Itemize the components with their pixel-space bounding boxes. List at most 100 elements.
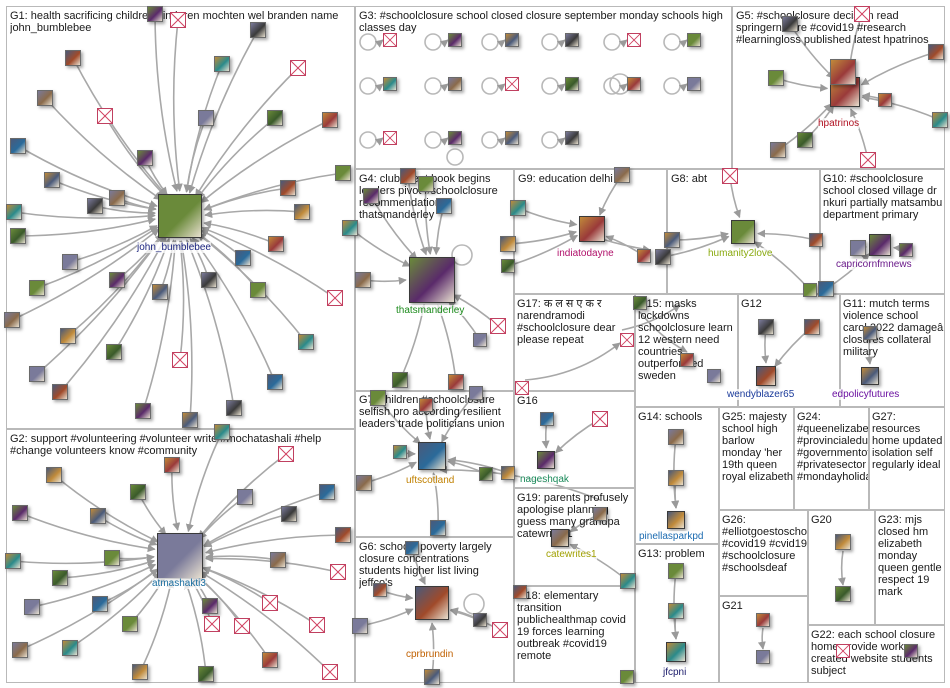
user-node-63[interactable] [234,618,250,634]
user-node-6[interactable] [214,56,230,72]
user-node-103[interactable] [770,142,786,158]
hub-node-wendyblazer65[interactable] [756,366,776,386]
user-node-101[interactable] [768,70,784,86]
user-node-61[interactable] [202,598,218,614]
user-node-22[interactable] [268,236,284,252]
user-node-78[interactable] [383,77,397,91]
user-node-25[interactable] [109,272,125,288]
user-node-89[interactable] [418,176,434,192]
hub-node-thatsmanderley[interactable] [409,257,455,303]
user-node-69[interactable] [198,666,214,682]
user-node-4[interactable] [65,50,81,66]
user-node-54[interactable] [5,553,21,569]
user-node-120[interactable] [430,520,446,536]
user-node-30[interactable] [298,334,314,350]
user-node-105[interactable] [797,132,813,148]
user-node-37[interactable] [135,403,151,419]
user-node-133[interactable] [899,243,913,257]
user-node-20[interactable] [294,204,310,220]
user-node-13[interactable] [137,150,153,166]
user-node-140[interactable] [668,470,684,486]
user-node-97[interactable] [363,188,379,204]
hub-node-humanity2love[interactable] [731,220,755,244]
user-node-96[interactable] [436,198,452,214]
hub-label-pinellasparkpd[interactable]: pinellasparkpd [639,531,704,542]
user-node-16[interactable] [280,180,296,196]
user-node-73[interactable] [448,33,462,47]
user-node-149[interactable] [620,670,634,684]
hub-label-capricornfmnews[interactable]: capricornfmnews [836,259,912,270]
hub-label-jfcpni[interactable]: jfcpni [663,667,687,678]
user-node-39[interactable] [226,400,242,416]
user-node-72[interactable] [383,33,397,47]
user-node-150[interactable] [620,573,636,589]
user-node-65[interactable] [122,616,138,632]
user-node-138[interactable] [668,603,684,619]
user-node-119[interactable] [469,386,483,400]
user-node-55[interactable] [270,552,286,568]
user-node-141[interactable] [633,296,647,310]
user-node-126[interactable] [510,200,526,216]
user-node-131[interactable] [850,240,866,256]
hub-label-wendyblazer65[interactable]: wendyblazer65 [727,389,795,400]
user-node-52[interactable] [335,527,351,543]
user-node-135[interactable] [758,319,774,335]
user-node-80[interactable] [505,77,519,91]
user-node-91[interactable] [355,272,371,288]
user-node-34[interactable] [172,352,188,368]
user-node-93[interactable] [392,372,408,388]
user-node-58[interactable] [262,595,278,611]
user-node-90[interactable] [342,220,358,236]
user-node-128[interactable] [500,236,516,252]
hub-label-atmashakti3[interactable]: atmashakti3 [152,578,206,589]
user-node-7[interactable] [37,90,53,106]
user-node-88[interactable] [400,168,416,184]
user-node-139[interactable] [668,429,684,445]
hub-label-catewrites1[interactable]: catewrites1 [546,549,597,560]
user-node-56[interactable] [330,564,346,580]
user-node-117[interactable] [479,467,493,481]
user-node-94[interactable] [448,374,464,390]
user-node-1[interactable] [147,6,163,22]
user-node-137[interactable] [668,563,684,579]
user-node-36[interactable] [267,374,283,390]
hub-label-humanity2love[interactable]: humanity2love [708,248,773,259]
user-node-8[interactable] [97,108,113,124]
user-node-43[interactable] [278,446,294,462]
user-node-18[interactable] [6,204,22,220]
user-node-115[interactable] [356,475,372,491]
user-node-146[interactable] [515,381,529,395]
hub-node-uftscotland[interactable] [418,442,446,470]
user-node-107[interactable] [352,618,368,634]
user-node-79[interactable] [448,77,462,91]
hub-label-john-bumblebee[interactable]: john_bumblebee [137,242,211,253]
user-node-98[interactable] [854,6,870,22]
user-node-154[interactable] [756,613,770,627]
user-node-130[interactable] [637,249,651,263]
user-node-42[interactable] [214,424,230,440]
user-node-125[interactable] [803,283,817,297]
user-node-113[interactable] [370,390,386,406]
user-node-59[interactable] [24,599,40,615]
user-node-85[interactable] [448,131,462,145]
user-node-136[interactable] [804,319,820,335]
hub-node-indiatodayne[interactable] [579,216,605,242]
hub-label-indiatodayne[interactable]: indiatodayne [557,248,614,259]
user-node-68[interactable] [132,664,148,680]
user-node-156[interactable] [836,644,850,658]
user-node-95[interactable] [473,333,487,347]
user-node-147[interactable] [620,333,634,347]
user-node-29[interactable] [29,280,45,296]
user-node-145[interactable] [592,411,608,427]
user-node-118[interactable] [419,398,433,412]
hub-node-jfcpni[interactable] [666,642,686,662]
user-node-76[interactable] [627,33,641,47]
user-node-121[interactable] [722,168,738,184]
user-node-100[interactable] [928,44,944,60]
user-node-27[interactable] [201,272,217,288]
user-node-21[interactable] [10,228,26,244]
user-node-9[interactable] [267,110,283,126]
hub-node-john-bumblebee[interactable] [158,194,202,238]
user-node-109[interactable] [492,622,508,638]
user-node-92[interactable] [490,318,506,334]
